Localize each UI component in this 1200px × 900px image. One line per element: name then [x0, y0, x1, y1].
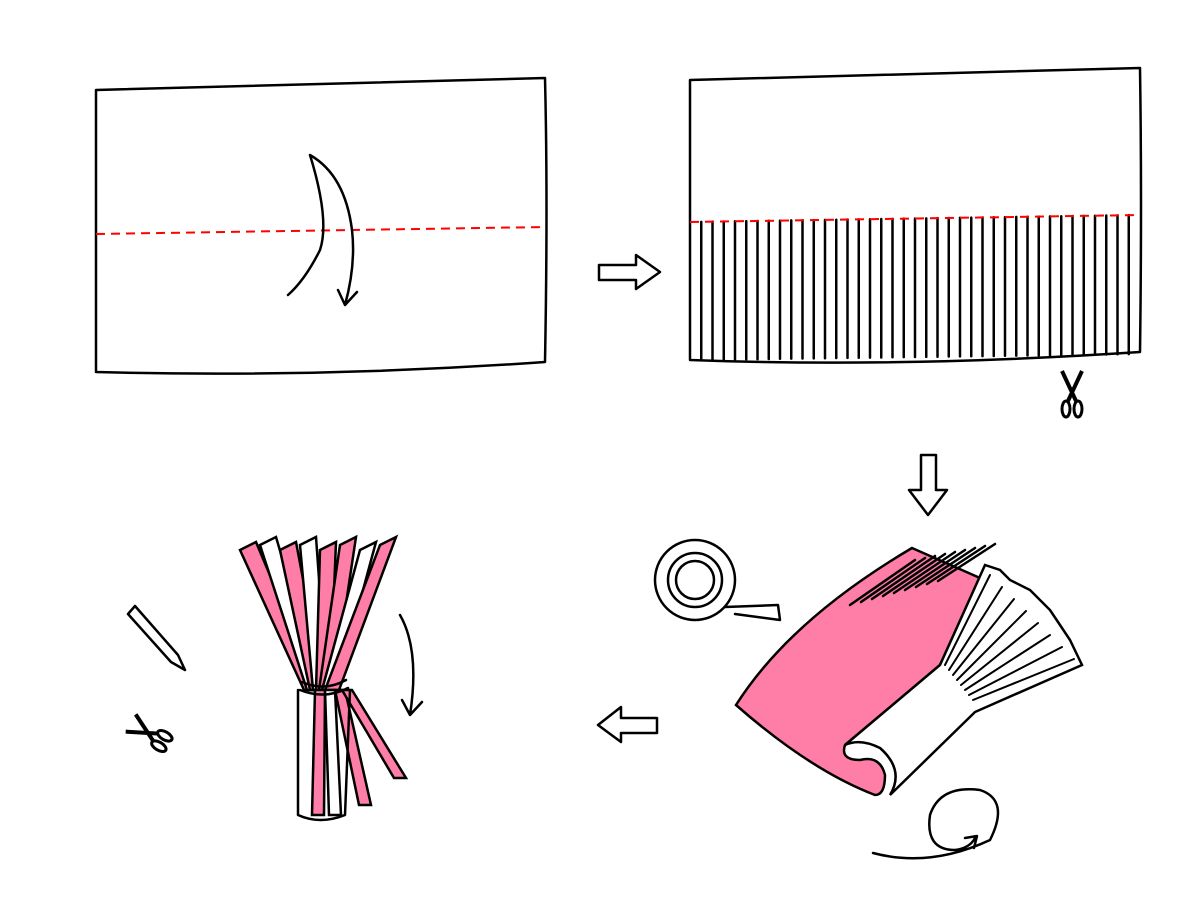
- fold-line: [95, 226, 546, 235]
- tassel-strips: [238, 534, 409, 817]
- curve-arrow-icon: [398, 613, 424, 717]
- hanging-strip: [339, 688, 409, 780]
- roll-cut-line: [936, 542, 997, 583]
- step-2-cut-fringe: [688, 66, 1143, 419]
- scissors-icon: [1060, 370, 1084, 419]
- arrow-right-icon: [597, 253, 662, 291]
- white-fringe-cuts: [944, 574, 1075, 701]
- roll-cut-line: [892, 550, 957, 595]
- white-cut-line: [952, 598, 1015, 676]
- scissors-small-icon: [125, 713, 174, 753]
- binding-band: [298, 678, 350, 696]
- white-cut-line: [960, 622, 1039, 686]
- white-cut-line: [972, 658, 1075, 701]
- arrow-left-icon: [596, 705, 659, 744]
- white-cut-line: [964, 634, 1051, 691]
- white-fringe: [844, 563, 1084, 796]
- roll-cut-line: [903, 548, 967, 592]
- paper-sheet: [94, 76, 548, 375]
- arrow-down-icon: [907, 453, 949, 517]
- roll-cut-line: [859, 556, 927, 604]
- white-cut-line: [944, 574, 991, 666]
- step-4-tassel: [125, 534, 424, 822]
- white-cut-line: [968, 646, 1063, 696]
- fringe-cuts: [700, 213, 1130, 362]
- roll-cut-line: [881, 552, 947, 598]
- roll-arrow-icon: [871, 788, 1000, 860]
- roll-fringe-cuts: [848, 542, 997, 607]
- roll-cut-line: [848, 558, 917, 607]
- hanging-strip: [310, 688, 327, 817]
- roll-cut-line: [870, 554, 937, 601]
- pen-icon: [126, 604, 187, 672]
- tassel-base: [296, 688, 352, 822]
- cut-boundary-line: [689, 214, 1141, 223]
- hanging-strip: [323, 688, 343, 817]
- step-3-roll-and-tape: [653, 538, 1084, 860]
- roll-cut-line: [914, 546, 977, 589]
- white-cut-line: [956, 610, 1027, 681]
- step-1-fold: [94, 76, 548, 375]
- pink-paper-roll: [734, 546, 982, 797]
- fold-arrow-icon: [286, 153, 359, 307]
- tape-roll-icon: [653, 538, 782, 622]
- white-cut-line: [948, 586, 1003, 671]
- roll-cut-line: [925, 544, 987, 586]
